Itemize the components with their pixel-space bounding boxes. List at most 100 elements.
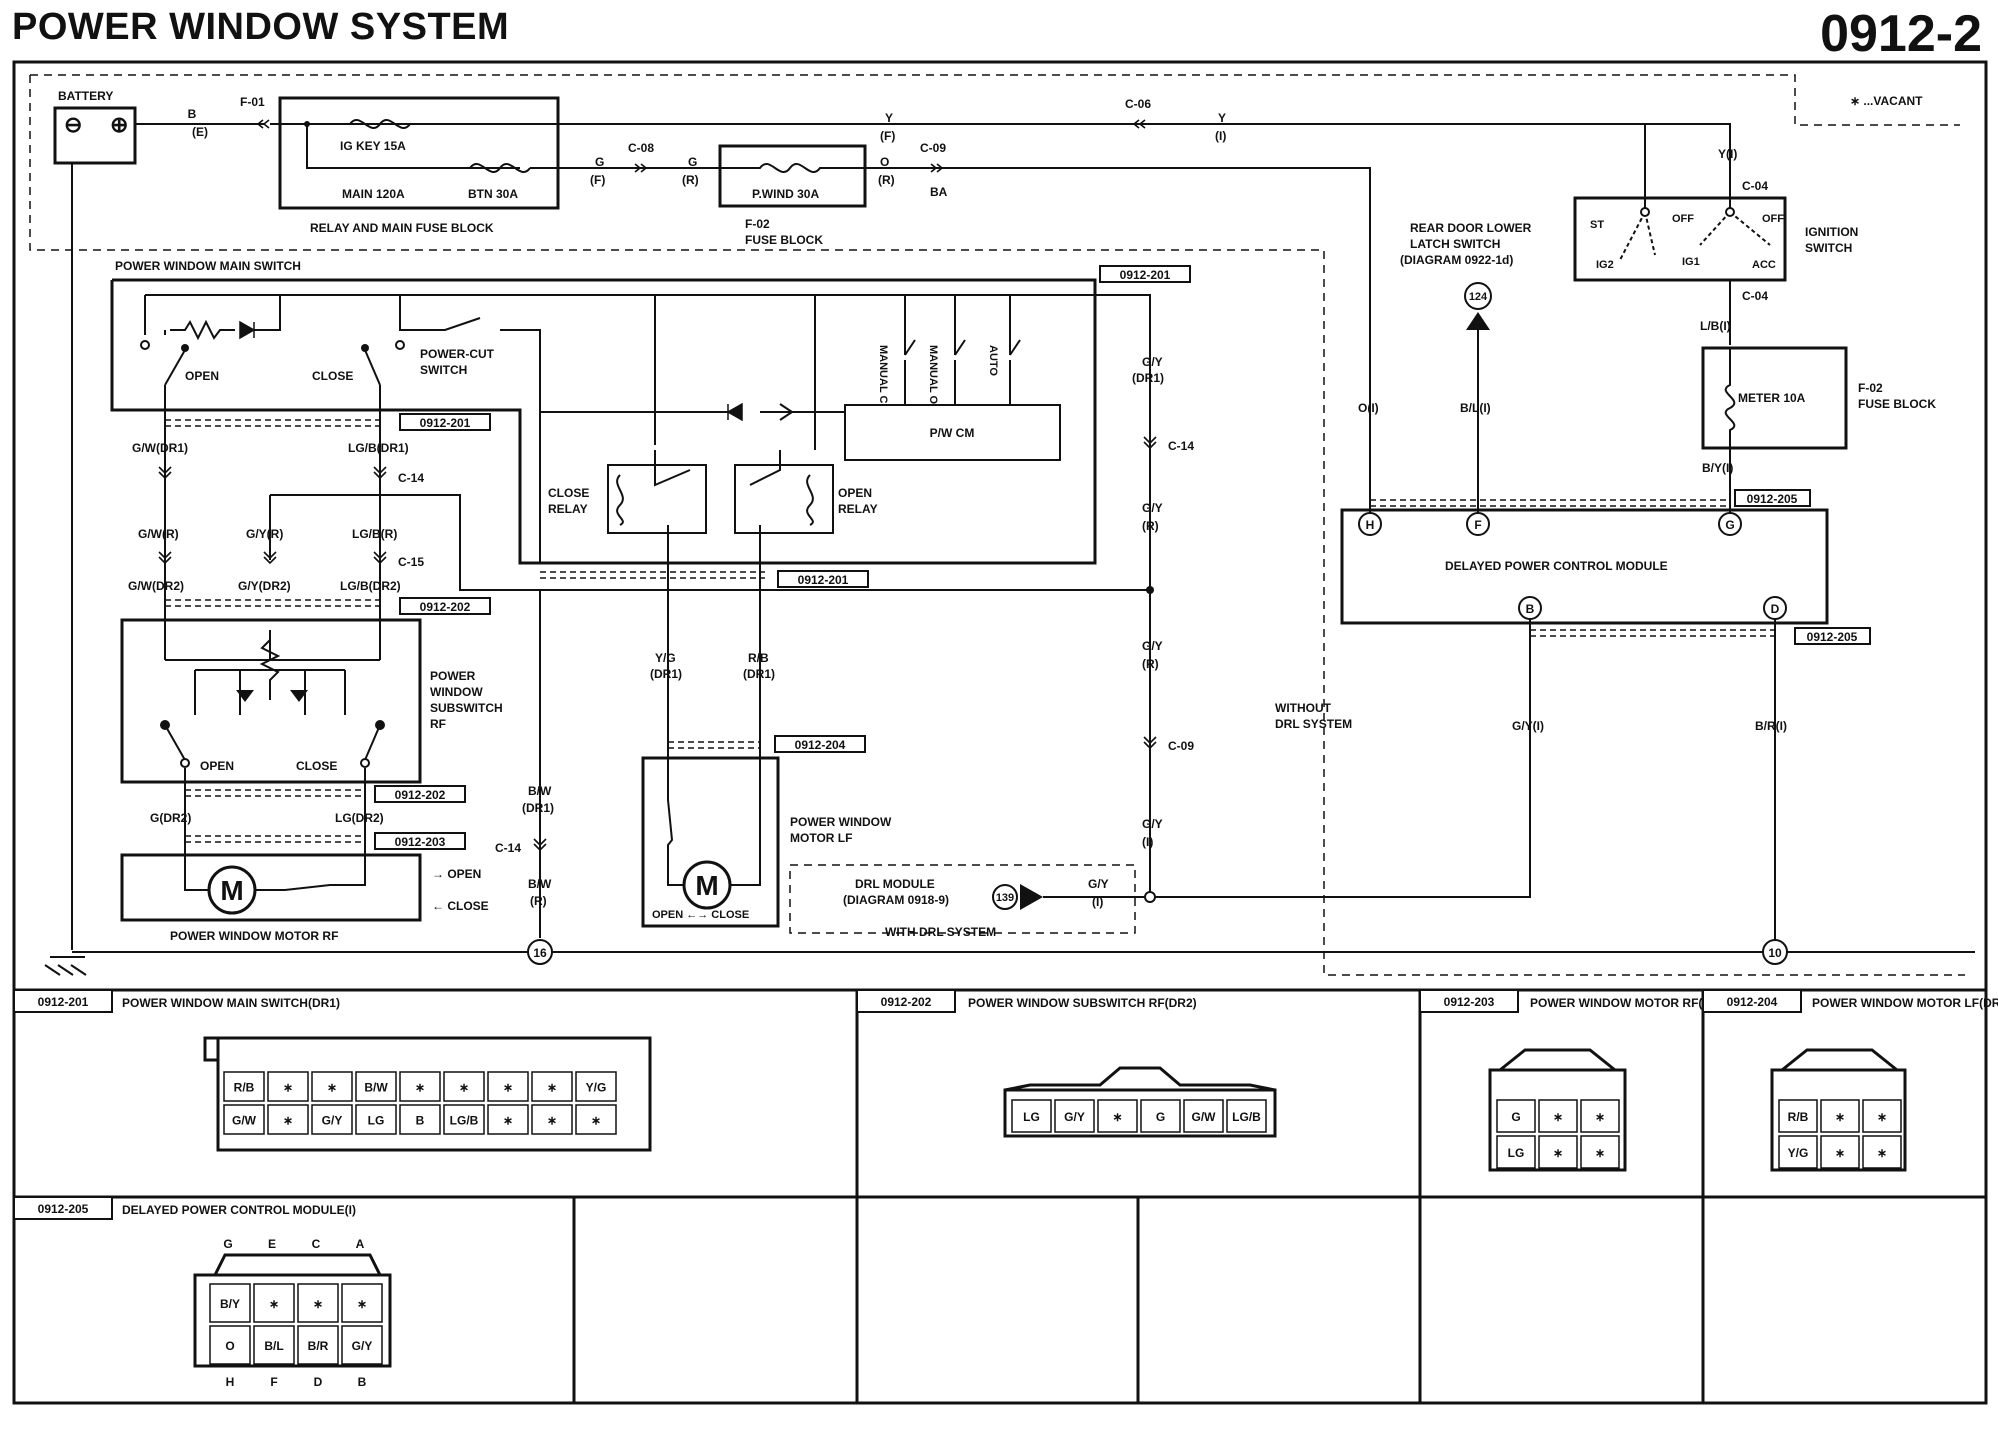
motor-rf-m: M	[220, 875, 243, 906]
wire-label-gw-dr2: G/W(DR2)	[128, 579, 184, 593]
connector-c09-b: C-09	[1168, 739, 1194, 753]
connector-pin-label: ∗	[591, 1114, 601, 1128]
ref-139: 139	[996, 892, 1014, 904]
rear-door-label-1: REAR DOOR LOWER	[1410, 221, 1532, 235]
wire-label-drl-gy-i: (I)	[1092, 895, 1103, 909]
wire-label-g-dr2: G(DR2)	[150, 811, 191, 825]
connector-letter: F	[270, 1375, 277, 1389]
subswitch-label-1: POWER	[430, 669, 476, 683]
connector-pin-label: O	[225, 1339, 234, 1353]
connector-pin-label: B/L	[264, 1339, 283, 1353]
connector-pin-label: ∗	[327, 1081, 337, 1095]
connector-203: G∗∗LG∗∗	[1488, 1048, 1627, 1172]
ref-124-label: 124	[1469, 291, 1488, 303]
connector-pin-label: Y/G	[586, 1081, 607, 1095]
connector-cell	[575, 1071, 617, 1102]
ignition-switch	[1573, 196, 1787, 282]
connector-pin-label: ∗	[1553, 1146, 1563, 1160]
connector-c14: C-14	[398, 471, 424, 485]
connector-cell	[1580, 1099, 1620, 1133]
connector-f01: F-01	[240, 95, 265, 109]
connector-cell	[1862, 1099, 1902, 1133]
subswitch-label-4: RF	[430, 717, 446, 731]
fuse-pwind: P.WIND 30A	[752, 187, 819, 201]
wire-label-by-i: B/Y(I)	[1702, 461, 1733, 475]
fuse-block-f02	[718, 144, 867, 208]
switch-off-2: OFF	[1762, 213, 1784, 225]
panel-204-name-1: POWER WINDOW MOTOR LF(DR1)	[1812, 996, 1998, 1010]
connector-pin-label: G/W	[232, 1114, 257, 1128]
connector-cell	[341, 1325, 383, 1365]
connector-letter: B	[358, 1375, 367, 1389]
connector-cell	[1778, 1135, 1818, 1169]
wire-label-g2: G	[688, 155, 697, 169]
connector-pin-label: LG	[1023, 1110, 1040, 1124]
connector-pin-label: G	[1156, 1110, 1165, 1124]
connector-cell	[1538, 1099, 1578, 1133]
ignition-label-2: SWITCH	[1805, 241, 1852, 255]
panel-203-code: 0912-203	[1444, 995, 1495, 1009]
fuse-btn: BTN 30A	[468, 187, 518, 201]
wire-label-y2: Y	[1218, 111, 1226, 125]
switch-acc: ACC	[1752, 259, 1776, 271]
motor-lf-label-1: POWER WINDOW	[790, 815, 892, 829]
connector-pin-label: ∗	[1595, 1146, 1605, 1160]
connector-cell	[1496, 1135, 1536, 1169]
connector-cell	[341, 1283, 383, 1323]
main-open-label: OPEN	[185, 369, 219, 383]
connector-pin-label: LG	[368, 1114, 385, 1128]
connector-cell	[253, 1283, 295, 1323]
wire-label-gy-r3: (R)	[1142, 657, 1159, 671]
connector-pin-label: ∗	[269, 1297, 279, 1311]
main-switch-outline	[110, 278, 1097, 565]
ref-201-a: 0912-201	[1120, 268, 1171, 282]
connector-pin-label: ∗	[1877, 1146, 1887, 1160]
motor-rf-close: ← CLOSE	[432, 899, 489, 913]
motor-lf	[641, 756, 780, 928]
connector-letter: D	[314, 1375, 323, 1389]
subswitch-label-3: SUBSWITCH	[430, 701, 503, 715]
wire-label-yi-c: Y(I)	[1718, 147, 1737, 161]
connector-pin-label: LG/B	[450, 1114, 479, 1128]
battery-label: BATTERY	[58, 89, 113, 103]
terminal-f: F	[1474, 518, 1481, 532]
connector-pin-label: ∗	[503, 1081, 513, 1095]
pwcm-label: P/W CM	[930, 426, 975, 440]
connector-cell	[1778, 1099, 1818, 1133]
connector-cell	[1011, 1099, 1052, 1133]
connector-c04-b: C-04	[1742, 289, 1768, 303]
wire-label-yg-dr1: (DR1)	[650, 667, 682, 681]
connector-cell	[253, 1325, 295, 1365]
connector-pin-label: R/B	[1788, 1110, 1809, 1124]
wire-label-g1: G	[595, 155, 604, 169]
f02-label: F-02	[745, 217, 770, 231]
connector-letter: E	[268, 1237, 276, 1251]
ground-symbol	[44, 956, 87, 976]
dashed-outline	[29, 74, 1965, 976]
wire-label-lgb-r: LG/B(R)	[352, 527, 397, 541]
pw-cm-box	[844, 404, 1061, 461]
connector-letter: H	[226, 1375, 235, 1389]
connector-pin-label: ∗	[283, 1081, 293, 1095]
wire-label-bw: B/W	[528, 784, 552, 798]
connector-cell	[1820, 1135, 1860, 1169]
sub-open-label: OPEN	[200, 759, 234, 773]
connector-cell	[223, 1104, 265, 1135]
wire-label-lgb-dr1: LG/B(DR1)	[348, 441, 409, 455]
connector-cell	[487, 1104, 529, 1135]
connector-pin-label: G	[1511, 1110, 1520, 1124]
connector-pin-label: ∗	[1835, 1146, 1845, 1160]
ref-203: 0912-203	[395, 835, 446, 849]
ground-16: 16	[533, 946, 547, 960]
wire-label-lgb-dr2: LG/B(DR2)	[340, 579, 401, 593]
close-relay	[607, 464, 707, 534]
connector-cell	[1054, 1099, 1095, 1133]
wire-label-y-i: (I)	[1215, 129, 1226, 143]
connector-cell	[297, 1325, 339, 1365]
wire-label-b: B	[188, 107, 197, 121]
connector-c14-c: C-14	[1168, 439, 1194, 453]
wire-label-y-f: (F)	[880, 129, 895, 143]
power-cut-label-1: POWER-CUT	[420, 347, 495, 361]
delayed-power-control-module	[1340, 508, 1829, 625]
